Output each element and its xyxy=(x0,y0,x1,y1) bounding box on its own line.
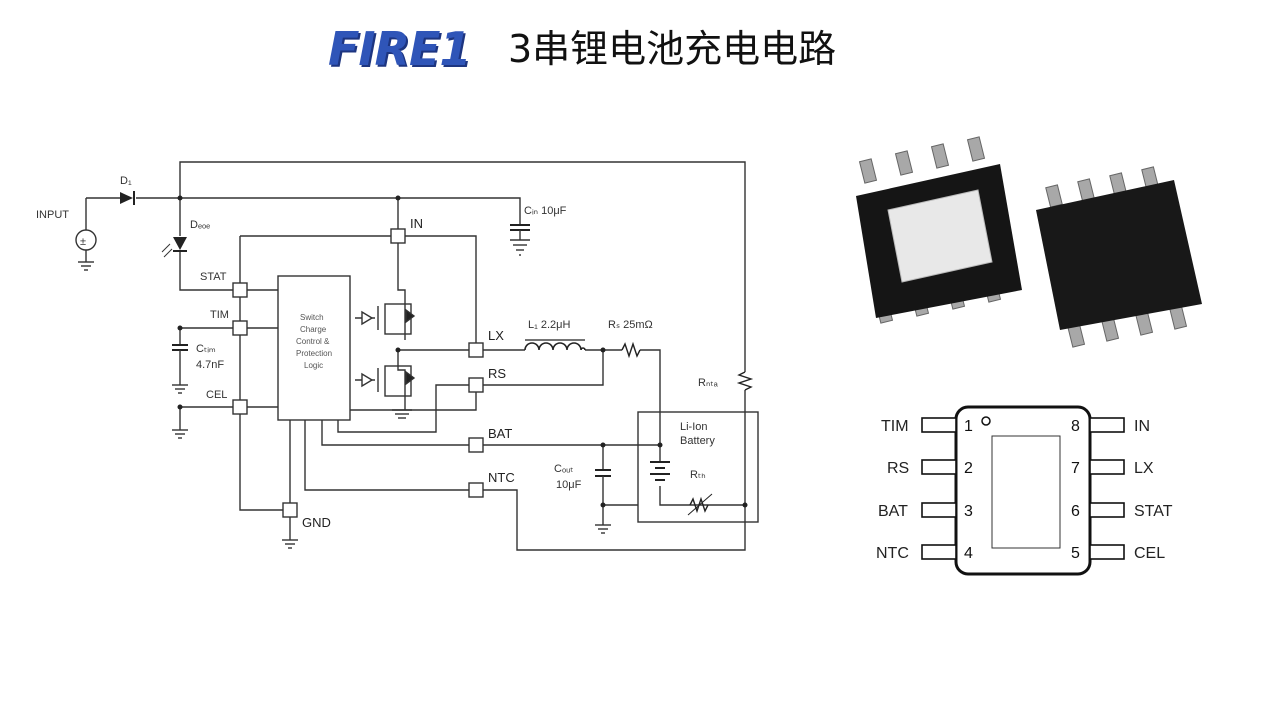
inductor-icon xyxy=(524,342,586,351)
pin-label-stat: STAT xyxy=(1134,503,1173,520)
chip-text-4: Protection xyxy=(296,349,332,358)
inductor-label: L₁ 2.2μH xyxy=(528,319,571,331)
page-title: 3串锂电池充电电路 xyxy=(508,27,837,71)
input-source-icon xyxy=(75,229,97,251)
brand-logo: FIRE1 xyxy=(328,22,471,76)
node-markers xyxy=(232,228,484,518)
pinout-package xyxy=(954,405,1092,576)
cout-value: 10μF xyxy=(556,479,582,491)
cout-label: Cₒᵤₜ xyxy=(554,463,574,475)
junction-dots xyxy=(177,195,748,508)
pin1-marker xyxy=(981,416,991,426)
pin-label-bat: BAT xyxy=(878,503,908,520)
pin-label-cel: CEL xyxy=(1134,545,1165,562)
ctim-value: 4.7nF xyxy=(196,359,224,371)
pin-number-2: 2 xyxy=(964,460,973,477)
node-stat-label: STAT xyxy=(200,271,227,283)
pinout-leads xyxy=(921,417,1125,560)
node-cel-label: CEL xyxy=(206,389,227,401)
node-bat-label: BAT xyxy=(488,426,512,441)
pin-number-7: 7 xyxy=(1071,460,1080,477)
rntc-label: Rₙₜₐ xyxy=(698,377,719,389)
pin-label-rs: RS xyxy=(887,460,909,477)
battery-label-1: Li-Ion xyxy=(680,421,708,433)
ic-package-left xyxy=(856,136,1022,324)
thermal-pad xyxy=(991,435,1061,549)
mosfet-icons xyxy=(355,303,416,397)
pin-number-6: 6 xyxy=(1071,503,1080,520)
pin-label-lx: LX xyxy=(1134,460,1154,477)
battery-label-2: Battery xyxy=(680,435,715,447)
node-lx-label: LX xyxy=(488,328,504,343)
thermistor-label: Rₜₕ xyxy=(690,469,706,481)
led-label: Dₑₒₑ xyxy=(190,219,210,231)
rs-label: Rₛ 25mΩ xyxy=(608,319,653,331)
node-gnd-label: GND xyxy=(302,515,331,530)
input-source-plus: ± xyxy=(80,236,86,248)
controller-chip xyxy=(277,275,351,421)
pin-number-1: 1 xyxy=(964,418,973,435)
pin-number-3: 3 xyxy=(964,503,973,520)
node-rs-label: RS xyxy=(488,366,506,381)
pin-number-8: 8 xyxy=(1071,418,1080,435)
chip-text-2: Charge xyxy=(300,325,327,334)
pin-number-4: 4 xyxy=(964,545,973,562)
pin-label-in: IN xyxy=(1134,418,1150,435)
node-tim-label: TIM xyxy=(210,309,229,321)
led-icon xyxy=(173,237,187,250)
chip-text-5: Logic xyxy=(304,361,323,370)
battery-icon xyxy=(650,461,670,481)
node-in-label: IN xyxy=(410,216,423,231)
ic-package-right xyxy=(1036,166,1202,348)
pin-label-ntc: NTC xyxy=(876,545,909,562)
ground-symbols xyxy=(78,239,611,549)
cin-label: Cᵢₙ 10μF xyxy=(524,205,567,217)
pin-label-tim: TIM xyxy=(881,418,909,435)
diode-label: D₁ xyxy=(120,175,132,187)
rs-resistor-icon xyxy=(621,341,641,359)
chip-text-3: Control & xyxy=(296,337,330,346)
diode-icon xyxy=(120,192,133,204)
ctim-label: Cₜᵢₘ xyxy=(196,343,216,355)
pin-number-5: 5 xyxy=(1071,545,1080,562)
chip-text-1: Switch xyxy=(300,313,324,322)
input-label: INPUT xyxy=(36,209,69,221)
rntc-resistor-icon xyxy=(736,371,754,391)
node-ntc-label: NTC xyxy=(488,470,515,485)
wires xyxy=(85,161,759,551)
